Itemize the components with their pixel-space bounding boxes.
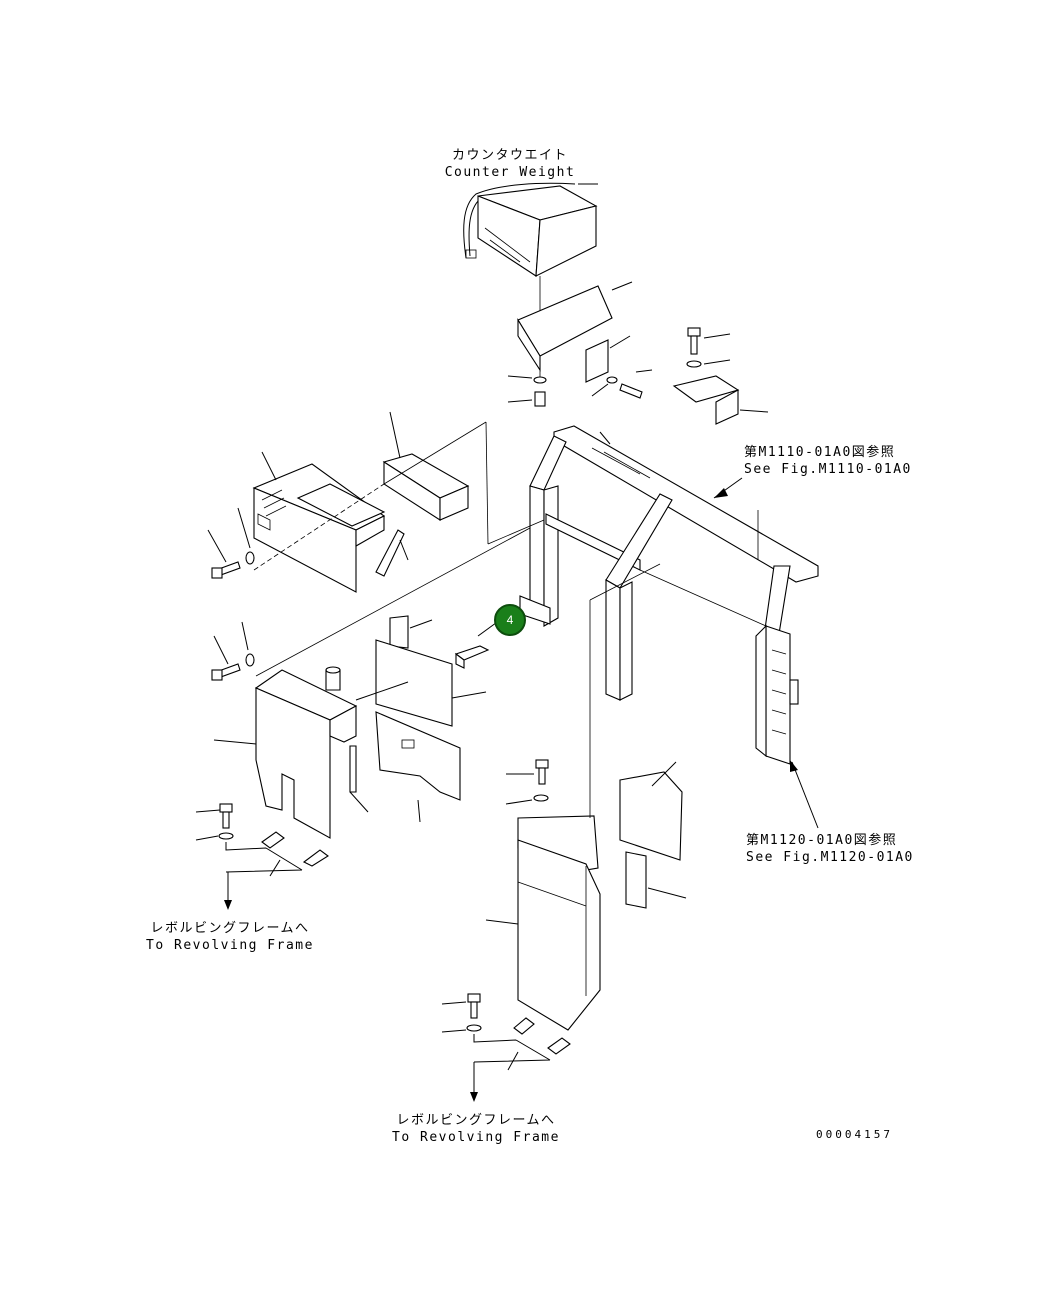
right-lower-cover bbox=[485, 563, 687, 1031]
ref-fig-m1110-label-en: See Fig.M1110-01A0 bbox=[744, 462, 912, 477]
middle-panels bbox=[355, 615, 501, 823]
main-frame bbox=[519, 425, 819, 701]
revolving-frame-label-left-en: To Revolving Frame bbox=[146, 938, 314, 953]
revolving-frame-label-left-jp: レボルビングフレームへ bbox=[150, 921, 310, 936]
bolt-brackets-bottom-left bbox=[195, 803, 329, 910]
revolving-frame-label-bottom-en: To Revolving Frame bbox=[392, 1130, 560, 1145]
ref1-arrow bbox=[713, 477, 743, 499]
ref-fig-m1120-label-en: See Fig.M1120-01A0 bbox=[746, 850, 914, 865]
ref2-arrow bbox=[790, 760, 819, 829]
part-callout-4[interactable]: 4 bbox=[494, 604, 526, 636]
left-lower-cover bbox=[254, 527, 531, 839]
bolt-set-left-upper bbox=[207, 411, 409, 579]
revolving-frame-label-bottom-jp: レボルビングフレームへ bbox=[396, 1113, 556, 1128]
ref-fig-m1120-label-jp: 第M1120-01A0図参照 bbox=[746, 833, 898, 848]
counterweight-part bbox=[463, 182, 598, 277]
counterweight-label-en: Counter Weight bbox=[444, 165, 576, 180]
counterweight-bracket bbox=[517, 276, 633, 383]
bolt-brackets-bottom bbox=[441, 993, 571, 1102]
bolt-washer-set-top bbox=[507, 369, 653, 407]
ref-fig-m1110-label-jp: 第M1110-01A0図参照 bbox=[744, 445, 896, 460]
drawing-number: 00004157 bbox=[816, 1128, 893, 1141]
bolt-plate-upper-right bbox=[672, 327, 769, 425]
bolt-set-right-middle bbox=[505, 759, 549, 805]
right-rail-part bbox=[639, 569, 799, 765]
counterweight-label-jp: カウンタウエイト bbox=[451, 148, 568, 163]
left-upper-cover bbox=[252, 421, 545, 593]
bolt-set-left-lower bbox=[211, 621, 369, 813]
